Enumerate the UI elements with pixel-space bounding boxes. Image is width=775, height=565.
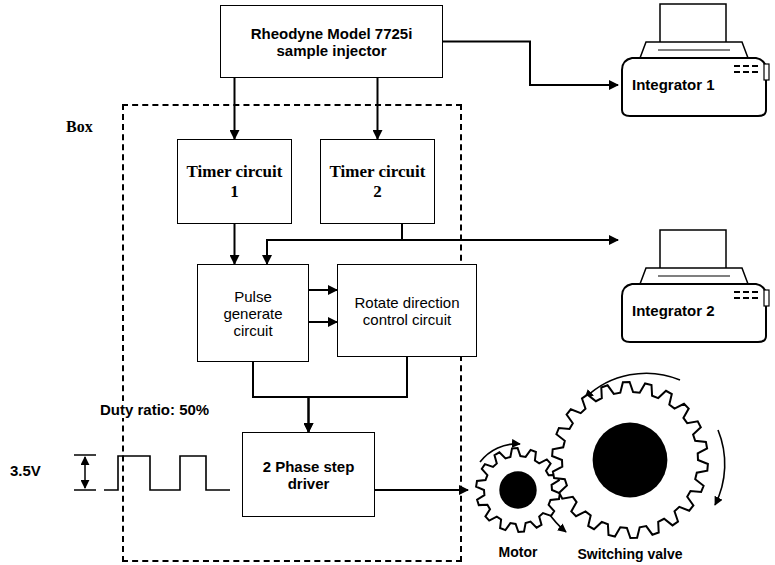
connector-arrow — [234, 78, 236, 139]
panel-button — [752, 297, 758, 299]
process-box: Rotate direction control circuit — [337, 264, 477, 357]
gear-icon — [468, 445, 568, 560]
panel-button — [734, 71, 740, 73]
printer-top — [640, 42, 748, 58]
connector-arrow — [309, 321, 337, 323]
gear-hub — [499, 471, 536, 508]
gear-hub — [593, 423, 668, 498]
panel-button — [743, 71, 749, 73]
paper-slot — [658, 49, 730, 50]
node-label: 2 Phase step driver — [249, 458, 368, 492]
process-box: Rheodyne Model 7725i sample injector — [220, 5, 443, 78]
process-box: Pulse generate circuit — [197, 264, 309, 362]
node-label: Motor — [497, 544, 540, 560]
connector-arrow — [309, 289, 337, 291]
connector-arrow — [402, 224, 618, 240]
region-heading: Box — [66, 118, 93, 136]
node-label: Switching valve — [575, 546, 684, 562]
printer-top — [640, 268, 748, 284]
gear-icon — [540, 380, 720, 562]
annotation-label: Duty ratio: 50% — [98, 401, 211, 418]
connector-arrow — [377, 78, 379, 139]
printer-knob — [764, 290, 769, 306]
process-box: Timer circuit 2 — [320, 139, 435, 224]
connector-arrow — [234, 224, 236, 264]
connector-arrow — [375, 489, 468, 491]
panel-button — [752, 65, 758, 67]
panel-button — [743, 297, 749, 299]
paper-sheet — [660, 230, 726, 272]
node-label: Rotate direction control circuit — [344, 294, 470, 328]
gear-wheel: Motor — [468, 445, 568, 560]
node-label: Integrator 1 — [632, 76, 715, 93]
integrator-printer: Integrator 1 — [618, 2, 770, 120]
annotation-label: 3.5V — [8, 462, 43, 479]
node-label: Integrator 2 — [632, 302, 715, 319]
panel-button — [752, 291, 758, 293]
gear-teeth — [552, 382, 708, 538]
panel-button — [752, 71, 758, 73]
printer-knob — [764, 64, 769, 80]
enclosure-box: BoxTimer circuit 1Timer circuit 2Pulse g… — [122, 104, 462, 562]
printer-icon — [618, 2, 770, 120]
printer-icon — [618, 228, 770, 346]
panel-button — [743, 65, 749, 67]
paper-slot — [658, 275, 730, 276]
panel-button — [734, 297, 740, 299]
node-label: Timer circuit 1 — [184, 162, 285, 202]
node-label: Rheodyne Model 7725i sample injector — [227, 25, 436, 59]
panel-button — [734, 65, 740, 67]
connector-arrow — [267, 224, 402, 264]
dimension-line — [84, 457, 86, 488]
connector-arrow — [253, 362, 309, 432]
connector-arrow — [309, 357, 408, 432]
process-box: Timer circuit 1 — [177, 139, 292, 224]
process-box: 2 Phase step driver — [242, 432, 375, 517]
dimension-tick — [74, 454, 96, 456]
connector-arrow — [443, 42, 618, 86]
rotation-arrow — [715, 430, 725, 505]
gear-teeth — [476, 448, 560, 532]
gear-wheel: Switching valve — [540, 380, 720, 562]
panel-button — [734, 291, 740, 293]
paper-sheet — [660, 4, 726, 46]
panel-button — [743, 291, 749, 293]
integrator-printer: Integrator 2 — [618, 228, 770, 346]
node-label: Timer circuit 2 — [327, 162, 428, 202]
node-label: Pulse generate circuit — [204, 288, 302, 339]
printer-body — [622, 284, 766, 342]
dimension-tick — [74, 489, 96, 491]
printer-body — [622, 58, 766, 116]
